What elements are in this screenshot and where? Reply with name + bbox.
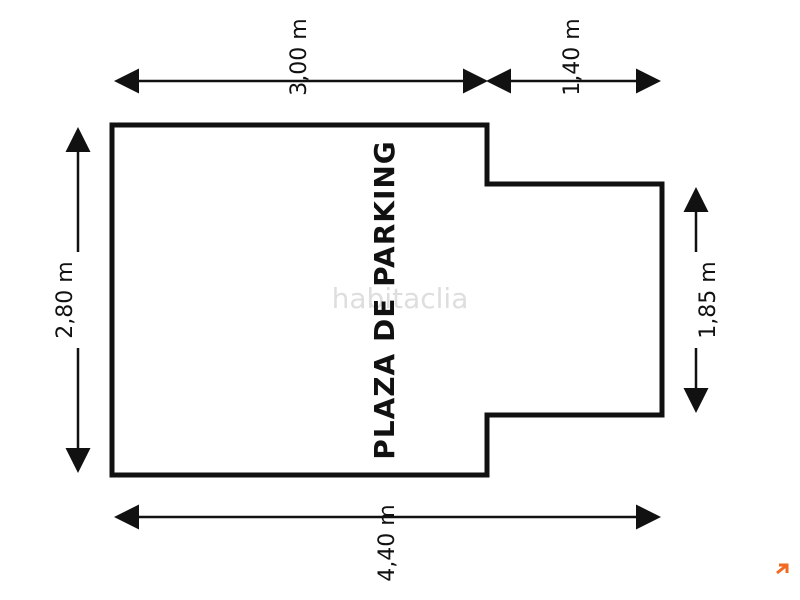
- dimension-label-right-background: [694, 252, 722, 348]
- arrow-up-right-icon: [776, 563, 789, 575]
- dimension-label-top-main: 3,00 m: [287, 18, 312, 95]
- dimension-label-top-annex: 1,40 m: [560, 18, 585, 95]
- dimension-label-right: 1,85 m: [696, 261, 721, 338]
- dimension-label-left: 2,80 m: [53, 261, 78, 338]
- parking-space-outline: [109, 122, 665, 478]
- room-title: PLAZA DE PARKING: [368, 140, 401, 460]
- dimension-label-bottom: 4,40 m: [375, 504, 400, 581]
- dimension-label-left-background: [56, 252, 84, 348]
- watermark-text: habitaclia: [332, 282, 469, 315]
